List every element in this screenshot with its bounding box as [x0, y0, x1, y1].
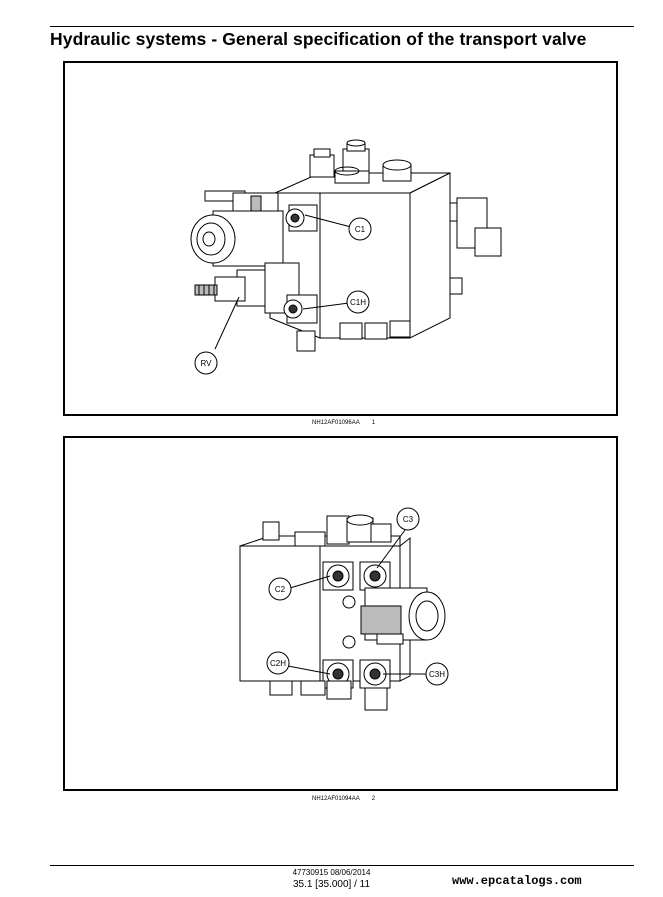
figure-1-number: 1: [371, 420, 376, 426]
watermark-link[interactable]: www.epcatalogs.com: [452, 874, 582, 888]
callout-rv: RV: [201, 359, 213, 368]
callout-c1h-circle: [346, 290, 370, 314]
callout-c3: C3: [403, 515, 414, 524]
figure-1-frame: C1 C1H RV: [63, 61, 618, 416]
callout-c1-circle: [348, 217, 372, 241]
figure-2-number: 2: [371, 796, 376, 802]
callout-c1: C1: [355, 225, 366, 234]
figure-2-caption: NH12AF01094AA 2: [312, 796, 375, 802]
figure-1-caption: NH12AF01096AA 1: [312, 420, 375, 426]
footer-page-ref: 35.1 [35.000] / 11: [292, 879, 371, 890]
callout-c3h: C3H: [429, 670, 445, 679]
valve-drawing-front-view: C3 C2 C2H C3H: [239, 507, 449, 711]
footer-rule: [50, 865, 634, 866]
figure-2-code: NH12AF01094AA: [312, 796, 360, 802]
callout-rv-circle: [194, 351, 218, 375]
callout-c2h-circle: [266, 651, 290, 675]
figure-1-code: NH12AF01096AA: [312, 420, 360, 426]
callout-c3-circle: [396, 507, 420, 531]
figure-2-frame: C3 C2 C2H C3H: [63, 436, 618, 791]
valve-block-side: [409, 172, 451, 339]
footer-doc-ref: 47730915 08/06/2014: [292, 868, 371, 877]
header-rule: [50, 26, 634, 27]
valve-block-front: [319, 192, 411, 339]
callout-c2h: C2H: [270, 659, 286, 668]
callout-c3h-circle: [425, 662, 449, 686]
valve-drawing-side-view: C1 C1H RV: [190, 139, 502, 375]
callout-c2: C2: [275, 585, 286, 594]
callout-c1h: C1H: [350, 298, 366, 307]
page-title: Hydraulic systems - General specificatio…: [50, 29, 587, 49]
callout-c2-circle: [268, 577, 292, 601]
